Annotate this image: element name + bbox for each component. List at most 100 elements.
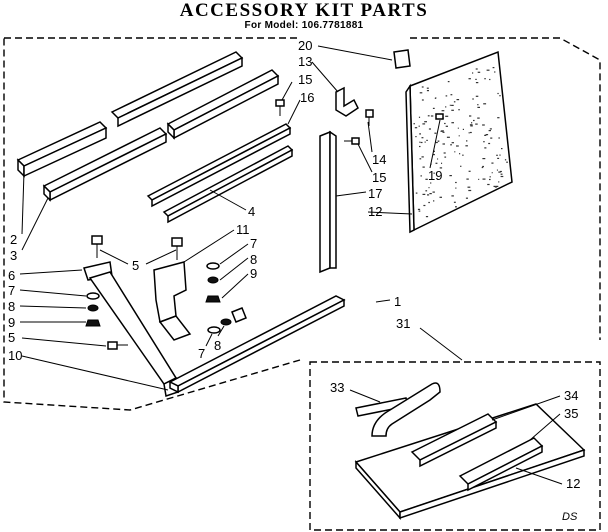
callout-12-main: 12 [368, 204, 382, 219]
texture-speck [457, 127, 459, 129]
texture-speck [467, 186, 471, 188]
texture-speck [462, 128, 464, 130]
texture-speck [500, 173, 503, 175]
washer-8-right [207, 276, 219, 284]
callout-35: 35 [564, 406, 578, 421]
callout-5-lower: 5 [8, 330, 15, 345]
texture-speck [423, 204, 426, 207]
texture-speck [441, 162, 443, 164]
texture-speck [420, 141, 423, 144]
texture-speck [429, 193, 432, 195]
texture-speck [492, 67, 495, 69]
gasket-loop-33 [371, 382, 441, 437]
texture-speck [422, 166, 425, 168]
texture-speck [498, 171, 501, 173]
washer-8-lower [220, 318, 232, 326]
callout-7-lower: 7 [198, 346, 205, 361]
footer-code: DS [562, 511, 578, 523]
texture-speck [451, 104, 454, 106]
texture-speck [497, 157, 500, 159]
texture-speck [486, 69, 490, 71]
texture-speck [449, 104, 451, 106]
texture-speck [442, 143, 445, 145]
texture-speck [460, 165, 462, 167]
kit-boundary [3, 37, 601, 411]
texture-speck [439, 196, 442, 198]
texture-speck [506, 161, 508, 163]
texture-speck [489, 78, 491, 81]
texture-speck [468, 170, 471, 172]
texture-speck [498, 181, 500, 183]
texture-speck [491, 172, 493, 174]
texture-speck [444, 156, 447, 158]
texture-speck [459, 153, 461, 155]
texture-speck [499, 154, 501, 156]
texture-speck [450, 94, 453, 96]
texture-speck [427, 194, 430, 196]
texture-speck [455, 187, 457, 189]
texture-speck [427, 115, 430, 117]
texture-speck [451, 195, 454, 197]
texture-speck [444, 122, 446, 125]
diagram-title: ACCESSORY KIT PARTS [179, 0, 429, 21]
texture-speck [426, 87, 429, 89]
texture-speck [417, 208, 421, 210]
texture-speck [473, 119, 475, 122]
texture-speck [475, 78, 477, 80]
screw-15-lower [344, 137, 360, 145]
callout-11: 11 [236, 222, 250, 237]
callout-1: 1 [394, 294, 401, 309]
panel-texture [413, 67, 508, 218]
bracket-13 [335, 86, 359, 117]
texture-speck [445, 95, 448, 97]
texture-speck [449, 175, 452, 177]
texture-speck [477, 106, 480, 108]
texture-speck [465, 145, 468, 147]
callout-6: 6 [8, 268, 15, 283]
texture-speck [475, 95, 479, 97]
texture-speck [475, 68, 478, 70]
model-number: For Model: 106.7781881 [244, 20, 364, 31]
texture-speck [418, 210, 421, 212]
texture-speck [415, 192, 418, 194]
texture-speck [496, 185, 499, 187]
texture-speck [475, 82, 479, 84]
texture-speck [425, 178, 428, 180]
callout-9-left: 9 [8, 315, 15, 330]
texture-speck [430, 182, 432, 184]
rail-long-left [42, 127, 168, 202]
texture-speck [490, 137, 493, 139]
nut-9-left [85, 319, 101, 327]
texture-speck [477, 104, 479, 106]
callout-8-left: 8 [8, 299, 15, 314]
texture-speck [418, 116, 421, 118]
texture-speck [435, 162, 438, 164]
texture-speck [432, 191, 435, 193]
seal-strip-34 [410, 413, 498, 468]
texture-speck [428, 201, 430, 204]
texture-speck [504, 159, 507, 161]
texture-speck [469, 124, 473, 126]
bolt-5-lower [107, 341, 128, 350]
texture-speck [472, 72, 474, 74]
texture-speck [455, 181, 457, 184]
texture-speck [477, 71, 481, 73]
bracket-11 [153, 261, 192, 341]
texture-speck [422, 193, 426, 195]
subkit-boundary [309, 361, 601, 531]
texture-speck [455, 206, 457, 208]
callout-16: 16 [300, 90, 314, 105]
texture-speck [472, 98, 474, 100]
texture-speck [445, 106, 447, 108]
texture-speck [501, 148, 503, 150]
texture-speck [413, 123, 415, 125]
texture-speck [426, 139, 428, 141]
texture-speck [496, 169, 498, 171]
texture-speck [454, 151, 456, 153]
texture-speck [484, 147, 487, 149]
texture-speck [483, 103, 487, 105]
texture-speck [493, 185, 496, 187]
nut-9-right [205, 295, 221, 303]
callout-7-left: 7 [8, 283, 15, 298]
callout-9-right: 9 [250, 266, 257, 281]
